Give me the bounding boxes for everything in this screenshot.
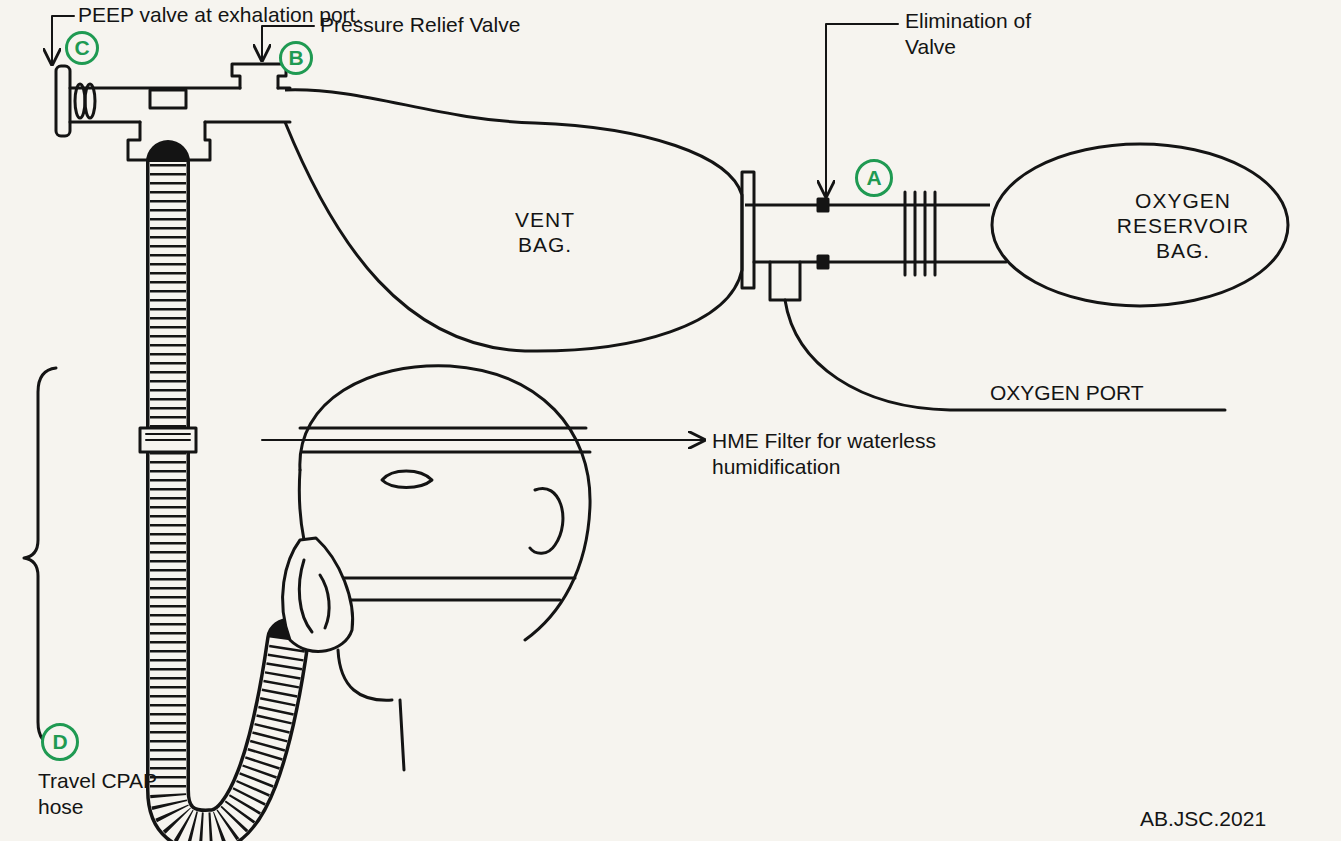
- bracket: [24, 368, 56, 746]
- oxygen-port-stub: [770, 262, 800, 300]
- leader-line: [262, 439, 704, 441]
- callout-letter-text: B: [288, 46, 303, 70]
- cpap-mask: [283, 538, 353, 651]
- reservoir-bag: OXYGEN RESERVOIR BAG.: [990, 142, 1290, 308]
- tube-connector: [905, 192, 935, 275]
- face-profile: [299, 470, 304, 540]
- bag-collar: [742, 172, 754, 288]
- part-label: OXYGEN PORT: [990, 380, 1230, 406]
- cpap-hose: [168, 162, 288, 831]
- tube-wall: [754, 261, 1006, 264]
- callout-letter: C: [65, 31, 99, 65]
- part-label: Travel CPAP hose: [38, 768, 198, 820]
- valve-body: [70, 88, 290, 122]
- bag-outline: [992, 144, 1288, 306]
- bag-outline: [285, 90, 742, 351]
- bag-name: OXYGEN RESERVOIR BAG.: [1108, 188, 1258, 263]
- peep-valve-cap: [56, 66, 70, 136]
- callout-letter: D: [41, 723, 79, 761]
- hose-corrugation: [168, 164, 288, 831]
- vent-bag: VENT BAG.: [285, 85, 745, 355]
- callout-letter: B: [279, 41, 313, 75]
- part-label: Pressure Relief Valve: [320, 12, 620, 38]
- cpap-mask: [320, 575, 329, 628]
- bag-name: VENT BAG.: [503, 207, 587, 257]
- callout-letter: A: [855, 159, 893, 197]
- signature: AB.JSC.2021: [1140, 806, 1320, 832]
- tube-connector: [745, 204, 990, 207]
- removed-valve-mark: [818, 199, 828, 211]
- part-label: HME Filter for waterless humidification: [712, 428, 982, 480]
- ear: [530, 488, 563, 553]
- mask-strap: [328, 578, 575, 600]
- valve-window: [150, 90, 186, 108]
- callout-letter-text: C: [74, 36, 89, 60]
- callout-letter-text: A: [866, 166, 881, 190]
- hme-filter: [140, 428, 196, 452]
- leader-line: [826, 24, 898, 196]
- callout-letter-text: D: [52, 730, 67, 754]
- cpap-mask: [299, 560, 312, 632]
- hme-filter: [146, 434, 190, 440]
- cpap-hose: [168, 162, 288, 831]
- jaw-neck: [338, 650, 404, 770]
- removed-valve-mark: [818, 256, 828, 268]
- part-label: Elimination of Valve: [905, 8, 1055, 60]
- pressure-relief-valve: [232, 64, 286, 88]
- eye: [382, 471, 432, 488]
